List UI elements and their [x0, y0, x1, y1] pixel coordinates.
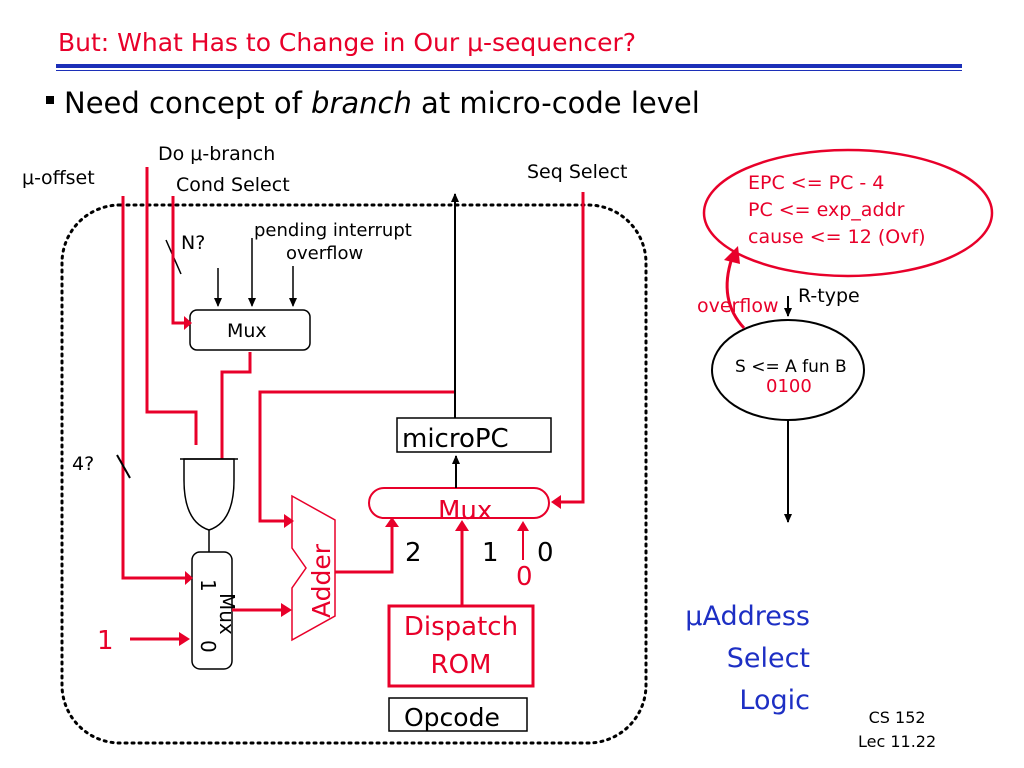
state-operation: S <= A fun B: [735, 357, 847, 377]
dispatch-rom-box: [387, 604, 535, 688]
mux-left-label: Mux: [215, 593, 239, 635]
exception-state: [702, 148, 994, 278]
one-input-label: 1: [97, 626, 114, 656]
mux-input-2-label: 2: [405, 538, 422, 568]
mux-input-0-label: 0: [537, 538, 554, 568]
micro-pc-label: microPC: [402, 424, 509, 454]
mux-left-input-1: 1: [196, 579, 220, 592]
one-input-arrowhead: [179, 632, 190, 646]
mux-input-1-label: 1: [482, 538, 499, 568]
seq-select-label: Seq Select: [527, 161, 627, 183]
seq-select-wire: [560, 192, 585, 504]
do-branch-wire: [145, 167, 198, 445]
four-bus-slash: [116, 454, 131, 479]
bullet-text-italic: branch: [311, 86, 412, 120]
mux-input-0-red-label: 0: [516, 562, 533, 592]
opcode-box: [388, 697, 528, 732]
exception-line-3: cause <= 12 (Ovf): [748, 226, 926, 248]
adder-shape: [291, 494, 336, 642]
seq-select-arrowhead: [551, 495, 561, 509]
do-branch-label: Do μ-branch: [158, 143, 275, 165]
mux-to-adder-arrowhead: [281, 603, 292, 617]
address-select-line-1: μAddress: [685, 601, 810, 632]
n-label: N?: [181, 232, 205, 254]
bullet-square-icon: [46, 96, 54, 104]
overflow-input-label: overflow: [286, 243, 363, 264]
offset-arrowhead: [185, 571, 193, 585]
mux-out-wire: [220, 352, 252, 459]
pc-feedback-arrowhead: [284, 514, 294, 528]
overflow-transition-arrowhead: [724, 246, 740, 264]
mux-top-label: Mux: [227, 320, 267, 342]
mux-top-box: [189, 309, 311, 351]
overflow-transition-label: overflow: [697, 295, 779, 317]
rom-to-mux-arrowhead: [455, 520, 469, 531]
dispatch-rom-line1: Dispatch: [404, 612, 518, 642]
mux-left-input-0: 0: [196, 640, 220, 653]
bullet-text-prefix: Need concept of: [64, 86, 312, 120]
micro-pc-box: [396, 417, 552, 453]
exception-line-1: EPC <= PC - 4: [748, 172, 884, 194]
title-rule-thin: [56, 70, 962, 71]
address-select-logic-label: μAddress Select Logic: [640, 596, 810, 722]
dispatch-rom-line2: ROM: [431, 650, 492, 680]
address-select-line-2: Select: [726, 643, 810, 674]
bullet-point: Need concept of branch at micro-code lev…: [46, 86, 700, 120]
exception-line-2: PC <= exp_addr: [748, 199, 905, 221]
and-gate: [183, 458, 235, 531]
address-select-line-3: Logic: [739, 685, 810, 716]
cond-select-arrowhead: [184, 316, 192, 330]
mux-main-label: Mux: [438, 496, 492, 526]
pending-interrupt-label: pending interrupt: [254, 220, 412, 241]
pc-feedback-wire: [258, 390, 455, 523]
cond-select-label: Cond Select: [176, 174, 290, 196]
adder-to-mux-arrowhead: [385, 517, 399, 527]
sequencer-boundary: [60, 203, 648, 745]
opcode-label: Opcode: [404, 703, 500, 732]
slide-title: But: What Has to Change in Our μ-sequenc…: [58, 28, 637, 57]
cond-select-wire: [171, 196, 184, 325]
offset-wire: [121, 196, 186, 580]
offset-label: μ-offset: [22, 167, 95, 189]
mux-main-box: [368, 487, 550, 519]
overflow-transition: [725, 257, 746, 330]
rtype-label: R-type: [798, 285, 860, 307]
state-code: 0100: [766, 376, 812, 397]
slide-footer: CS 152 Lec 11.22: [858, 706, 936, 754]
title-rule: [56, 64, 962, 68]
adder-to-mux-wire: [335, 526, 394, 574]
footer-course: CS 152: [868, 708, 926, 727]
zero-input-arrowhead: [517, 521, 529, 531]
four-label: 4?: [72, 453, 94, 475]
footer-lecture: Lec 11.22: [858, 732, 937, 751]
adder-label: Adder: [307, 543, 336, 618]
bullet-text-suffix: at micro-code level: [411, 86, 700, 120]
